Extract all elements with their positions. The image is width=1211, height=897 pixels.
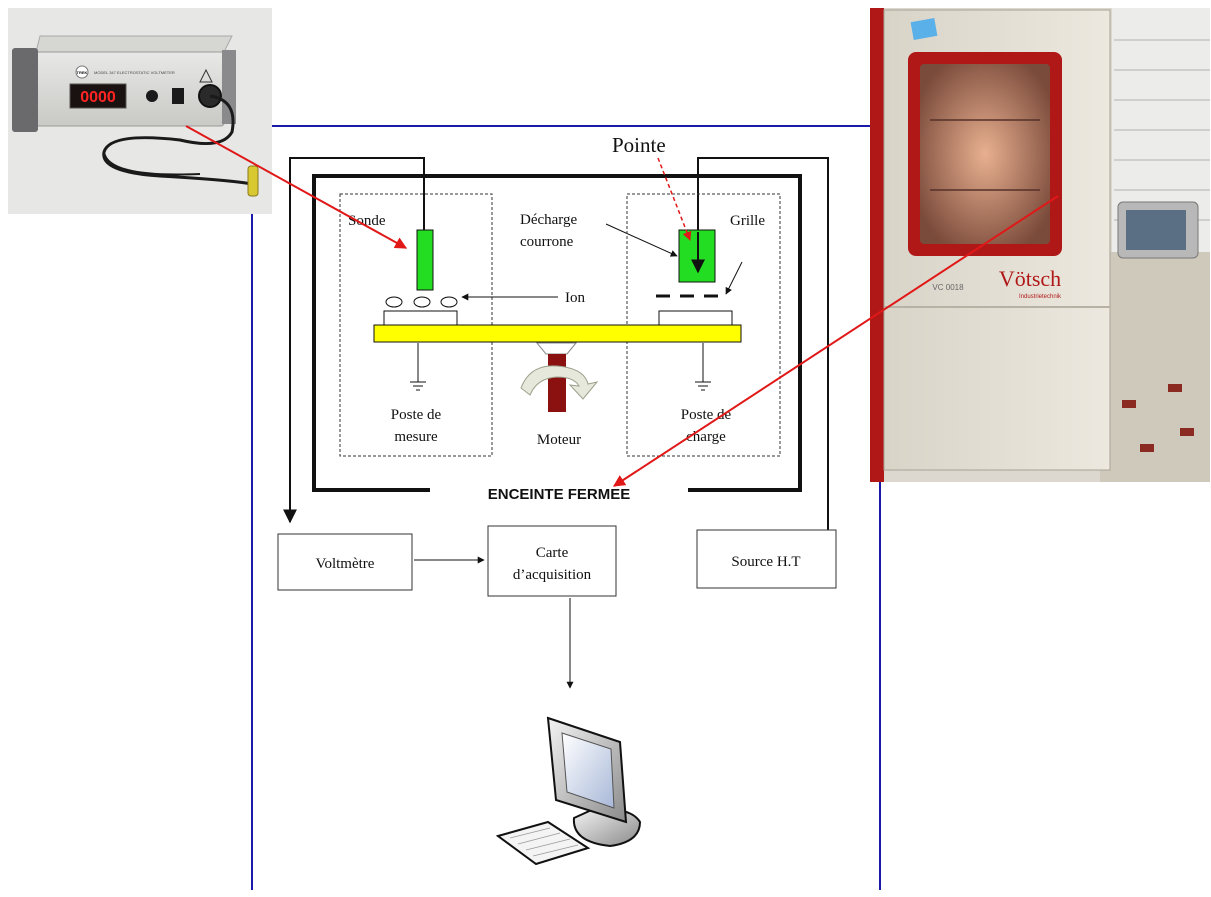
climatic-chamber-photo: Vötsch Industrietechnik VC 0018 [870,8,1210,482]
discharge-arrow [605,223,678,257]
measure-sample [383,310,458,326]
electrometer-to-probe-arrow [185,125,408,249]
probe-label: Sonde [348,213,386,229]
hv-source-label: Source H.T [731,554,800,570]
tip-pointer-arrow [657,157,692,241]
charge-station [626,193,781,457]
electrometer-knob [146,90,158,102]
electrometer-photo: 0000 TREK MODEL 347 ELECTROSTATIC VOLTME… [8,8,272,214]
measure-station-label-2: mesure [394,429,438,445]
measure-station-label-1: Poste de [391,407,442,423]
chamber-model: VC 0018 [932,283,964,292]
motor-label: Moteur [537,432,581,448]
probe-wire [283,157,425,524]
closed-enclosure [312,174,802,492]
rotating-plate [373,324,742,343]
rotation-arrow-icon [520,365,599,400]
discharge-label-1: Décharge [520,212,578,228]
discharge-label-2: courrone [520,234,574,250]
grid-label: Grille [730,213,765,229]
voltmeter-box [277,533,413,591]
hv-wire [691,157,829,530]
chamber-brand-sub: Industrietechnik [1019,294,1062,300]
desktop-computer-icon [495,716,642,866]
ion-symbols [385,296,458,308]
charge-sample [658,310,733,326]
motor [520,342,599,412]
hv-source-box [696,529,837,589]
measure-station [339,193,493,457]
charge-station-label-1: Poste de [681,407,732,423]
ion-label: Ion [565,290,585,306]
acquisition-label-2: d’acquisition [513,567,592,583]
charge-station-label-2: charge [686,429,726,445]
chamber-to-enclosure-arrow [612,195,1059,487]
electrometer-brand: TREK [77,70,88,75]
grid-arrow [725,261,743,295]
acquisition-card-box [487,525,617,597]
chamber-brand: Vötsch [999,266,1061,291]
tip-label: Pointe [612,133,666,157]
ground-symbol-icon [695,343,711,391]
voltmeter-label: Voltmètre [316,556,375,572]
electrometer-model: MODEL 347 ELECTROSTATIC VOLTMETER [94,70,175,75]
probe [416,229,434,291]
enclosure-label: ENCEINTE FERMEE [488,486,631,503]
ground-symbol-icon [410,343,426,391]
electrometer-display: 0000 [80,89,116,106]
acquisition-label-1: Carte [536,545,569,561]
